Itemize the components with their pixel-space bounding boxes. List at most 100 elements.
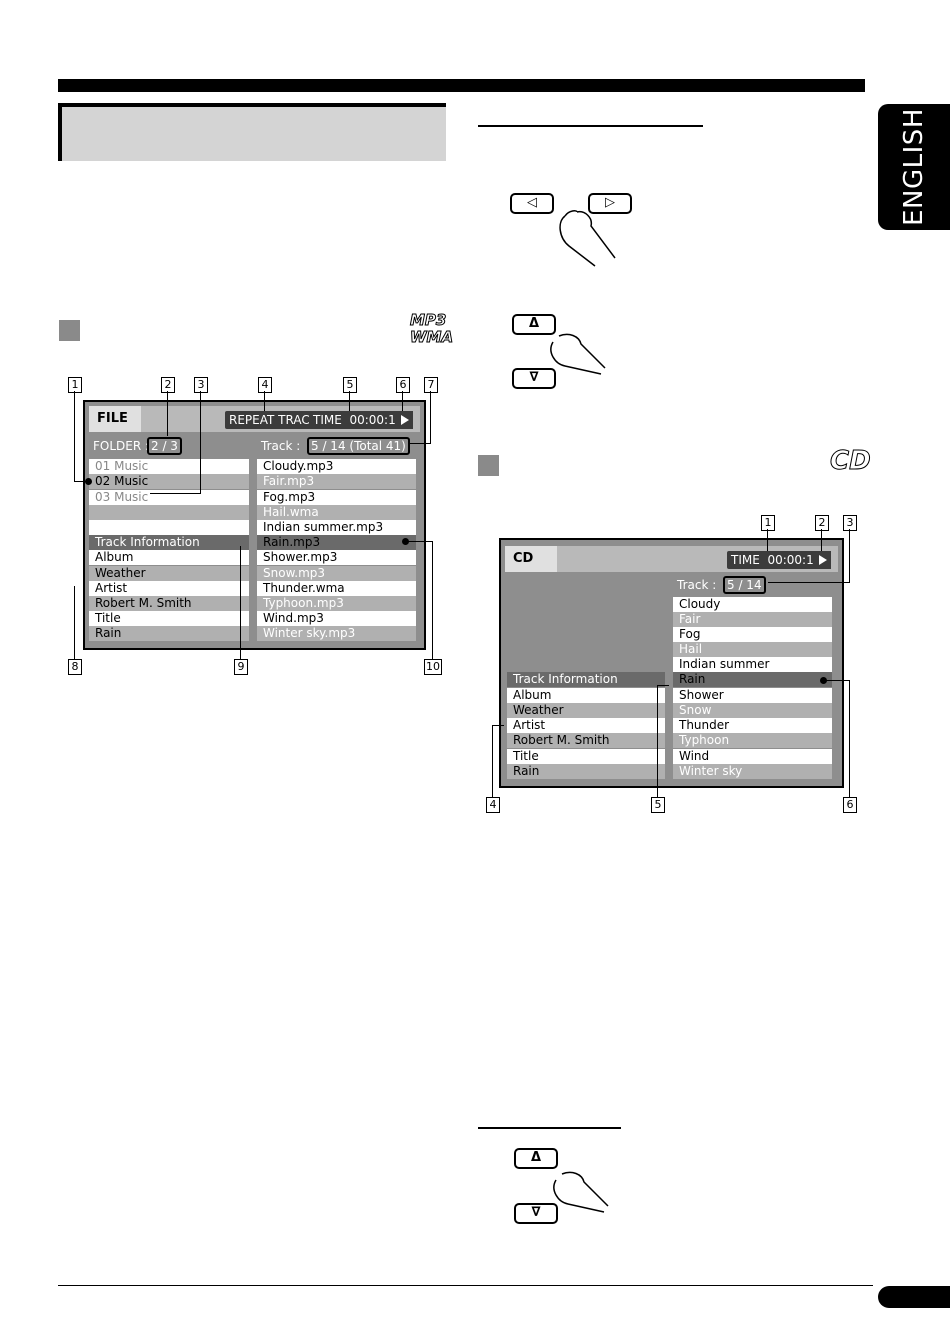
track-item[interactable]: Thunder	[673, 718, 832, 733]
language-label: ENGLISH	[899, 108, 930, 226]
folder-count: 2 / 3	[147, 437, 182, 455]
info-row: Title	[89, 611, 249, 626]
info-row: Rain	[507, 764, 665, 779]
track-item[interactable]: Snow.mp3	[257, 566, 416, 581]
callout-7: 7	[424, 377, 438, 393]
track-item[interactable]: Typhoon	[673, 733, 832, 748]
leader-dot	[402, 538, 409, 545]
up-button[interactable]: Δ	[514, 1148, 558, 1169]
track-item[interactable]: Cloudy	[673, 597, 832, 612]
track-item[interactable]: Indian summer.mp3	[257, 520, 416, 535]
callout-3: 3	[843, 515, 857, 531]
track-item[interactable]: Fair.mp3	[257, 474, 416, 489]
folder-item[interactable]: 01 Music	[89, 459, 249, 474]
callout-2: 2	[161, 377, 175, 393]
leader-line	[240, 546, 241, 659]
track-item-selected[interactable]: Rain.mp3	[257, 535, 416, 550]
info-row: Artist	[507, 718, 665, 733]
leader-line	[74, 481, 88, 482]
leader-line	[821, 529, 822, 551]
callout-1: 1	[68, 377, 82, 393]
callout-8: 8	[68, 659, 82, 675]
info-row: Weather	[89, 566, 249, 581]
track-item[interactable]: Winter sky	[673, 764, 832, 779]
info-row: Robert M. Smith	[89, 596, 249, 611]
track-item[interactable]: Snow	[673, 703, 832, 718]
down-button[interactable]: ∇	[512, 368, 556, 389]
finger-icon	[559, 210, 616, 267]
leader-line	[410, 443, 431, 444]
leader-line	[150, 493, 200, 494]
track-item[interactable]: Cloudy.mp3	[257, 459, 416, 474]
track-info-header: Track Information	[507, 672, 665, 687]
folder-item[interactable]: 02 Music	[89, 474, 249, 489]
time-value: 00:00:14	[767, 553, 822, 567]
leader-line	[767, 529, 768, 551]
track-label: Track :	[677, 578, 717, 592]
track-item[interactable]: Shower.mp3	[257, 550, 416, 565]
finger-icon	[550, 333, 606, 375]
section-rule	[478, 125, 703, 127]
info-row: Robert M. Smith	[507, 733, 665, 748]
up-button[interactable]: Δ	[512, 314, 556, 335]
logo-line: WMA	[410, 328, 454, 346]
folder-item[interactable]: 03 Music	[89, 490, 249, 505]
cd-screen: CD TIME 00:00:14 Track : 5 / 14 Track In…	[499, 538, 844, 788]
callout-5: 5	[651, 797, 665, 813]
leader-line	[264, 391, 265, 411]
file-screen: FILE REPEAT TRACK TIME 00:00:14 FOLDER :…	[83, 400, 426, 650]
callout-10: 10	[424, 659, 442, 675]
step-marker	[59, 320, 80, 341]
leader-line	[492, 725, 504, 726]
track-item[interactable]: Fog.mp3	[257, 490, 416, 505]
track-item[interactable]: Wind	[673, 749, 832, 764]
track-item[interactable]: Winter sky.mp3	[257, 626, 416, 641]
track-item[interactable]: Hail.wma	[257, 505, 416, 520]
track-item[interactable]: Typhoon.mp3	[257, 596, 416, 611]
mp3-wma-logo: MP3 WMA	[410, 311, 454, 346]
play-icon	[395, 411, 413, 429]
info-row: Album	[507, 688, 665, 703]
track-item[interactable]: Hail	[673, 642, 832, 657]
track-item-selected[interactable]: Rain	[673, 672, 832, 687]
prev-button[interactable]: ◁	[510, 193, 554, 214]
play-icon	[813, 551, 831, 569]
leader-line	[167, 391, 168, 436]
next-button[interactable]: ▷	[588, 193, 632, 214]
down-button[interactable]: ∇	[514, 1203, 558, 1224]
logo-line: MP3	[410, 311, 447, 329]
track-item[interactable]: Wind.mp3	[257, 611, 416, 626]
leader-line	[657, 685, 669, 686]
leader-line	[849, 529, 850, 583]
leader-line	[74, 586, 75, 659]
time-label: TIME	[313, 413, 342, 427]
track-count: 5 / 14 (Total 41)	[307, 437, 410, 455]
info-row: Album	[89, 550, 249, 565]
repeat-track-badge: REPEAT TRACK	[225, 411, 322, 429]
leader-line	[432, 541, 433, 659]
leader-line	[430, 391, 431, 444]
cd-logo: CD	[830, 446, 872, 477]
section-title-box	[58, 103, 446, 161]
leader-line	[74, 391, 75, 482]
leader-line	[406, 541, 433, 542]
track-label: Track :	[261, 439, 301, 453]
callout-4: 4	[486, 797, 500, 813]
track-item[interactable]: Fog	[673, 627, 832, 642]
track-item[interactable]: Shower	[673, 688, 832, 703]
info-row: Artist	[89, 581, 249, 596]
leader-line	[402, 391, 403, 411]
time-badge: TIME 00:00:14	[727, 551, 826, 569]
callout-9: 9	[234, 659, 248, 675]
file-header-title: FILE	[89, 406, 141, 432]
step-marker	[478, 455, 499, 476]
folder-empty	[89, 505, 249, 520]
leader-dot	[85, 478, 92, 485]
leader-line	[349, 391, 350, 411]
track-item[interactable]: Thunder.wma	[257, 581, 416, 596]
track-info-header: Track Information	[89, 535, 249, 550]
track-item[interactable]: Fair	[673, 612, 832, 627]
track-item[interactable]: Indian summer	[673, 657, 832, 672]
time-label: TIME	[731, 553, 760, 567]
time-value: 00:00:14	[349, 413, 404, 427]
